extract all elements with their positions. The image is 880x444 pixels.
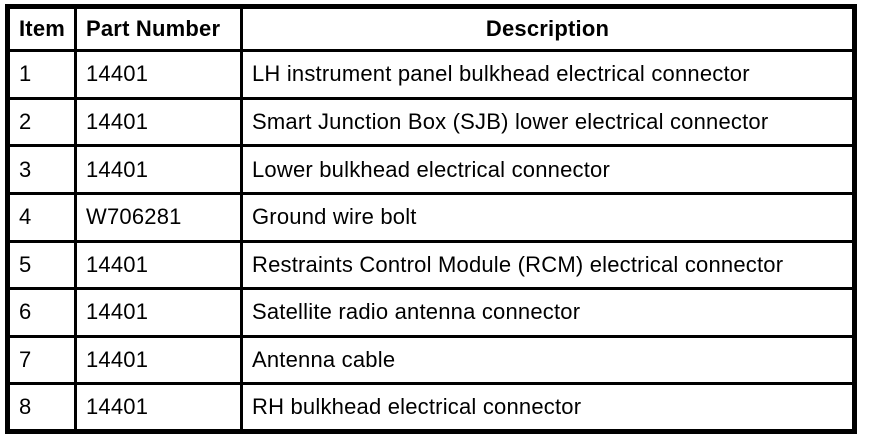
description-cell: Antenna cable [240, 334, 856, 386]
table-row: 6 14401 Satellite radio antenna connecto… [6, 287, 856, 338]
table-row: 2 14401 Smart Junction Box (SJB) lower e… [6, 96, 856, 148]
description-cell: Ground wire bolt [240, 191, 856, 243]
column-header-part-number: Part Number [74, 5, 243, 52]
parts-table: Item Part Number Description 1 14401 LH … [5, 4, 857, 434]
item-cell: 1 [6, 49, 77, 100]
description-cell: Restraints Control Module (RCM) electric… [240, 239, 856, 291]
item-cell: 4 [6, 191, 77, 243]
part-number-cell: 14401 [74, 144, 243, 195]
part-number-cell: 14401 [74, 96, 243, 148]
description-cell: RH bulkhead electrical connector [240, 382, 856, 433]
table-row: 3 14401 Lower bulkhead electrical connec… [6, 144, 856, 195]
item-cell: 2 [6, 96, 77, 148]
description-cell: LH instrument panel bulkhead electrical … [240, 49, 856, 100]
part-number-cell: 14401 [74, 382, 243, 433]
table-row: 8 14401 RH bulkhead electrical connector [6, 382, 856, 433]
column-header-description: Description [240, 5, 856, 52]
item-cell: 6 [6, 287, 77, 338]
table-row: 5 14401 Restraints Control Module (RCM) … [6, 239, 856, 291]
table-row: 7 14401 Antenna cable [6, 334, 856, 386]
item-cell: 3 [6, 144, 77, 195]
part-number-cell: W706281 [74, 191, 243, 243]
part-number-cell: 14401 [74, 287, 243, 338]
table-row: 1 14401 LH instrument panel bulkhead ele… [6, 49, 856, 100]
part-number-cell: 14401 [74, 239, 243, 291]
description-cell: Smart Junction Box (SJB) lower electrica… [240, 96, 856, 148]
description-cell: Satellite radio antenna connector [240, 287, 856, 338]
part-number-cell: 14401 [74, 334, 243, 386]
item-cell: 5 [6, 239, 77, 291]
table-row: 4 W706281 Ground wire bolt [6, 191, 856, 243]
column-header-item: Item [6, 5, 77, 52]
item-cell: 7 [6, 334, 77, 386]
part-number-cell: 14401 [74, 49, 243, 100]
description-cell: Lower bulkhead electrical connector [240, 144, 856, 195]
header-row: Item Part Number Description [6, 5, 856, 52]
item-cell: 8 [6, 382, 77, 433]
